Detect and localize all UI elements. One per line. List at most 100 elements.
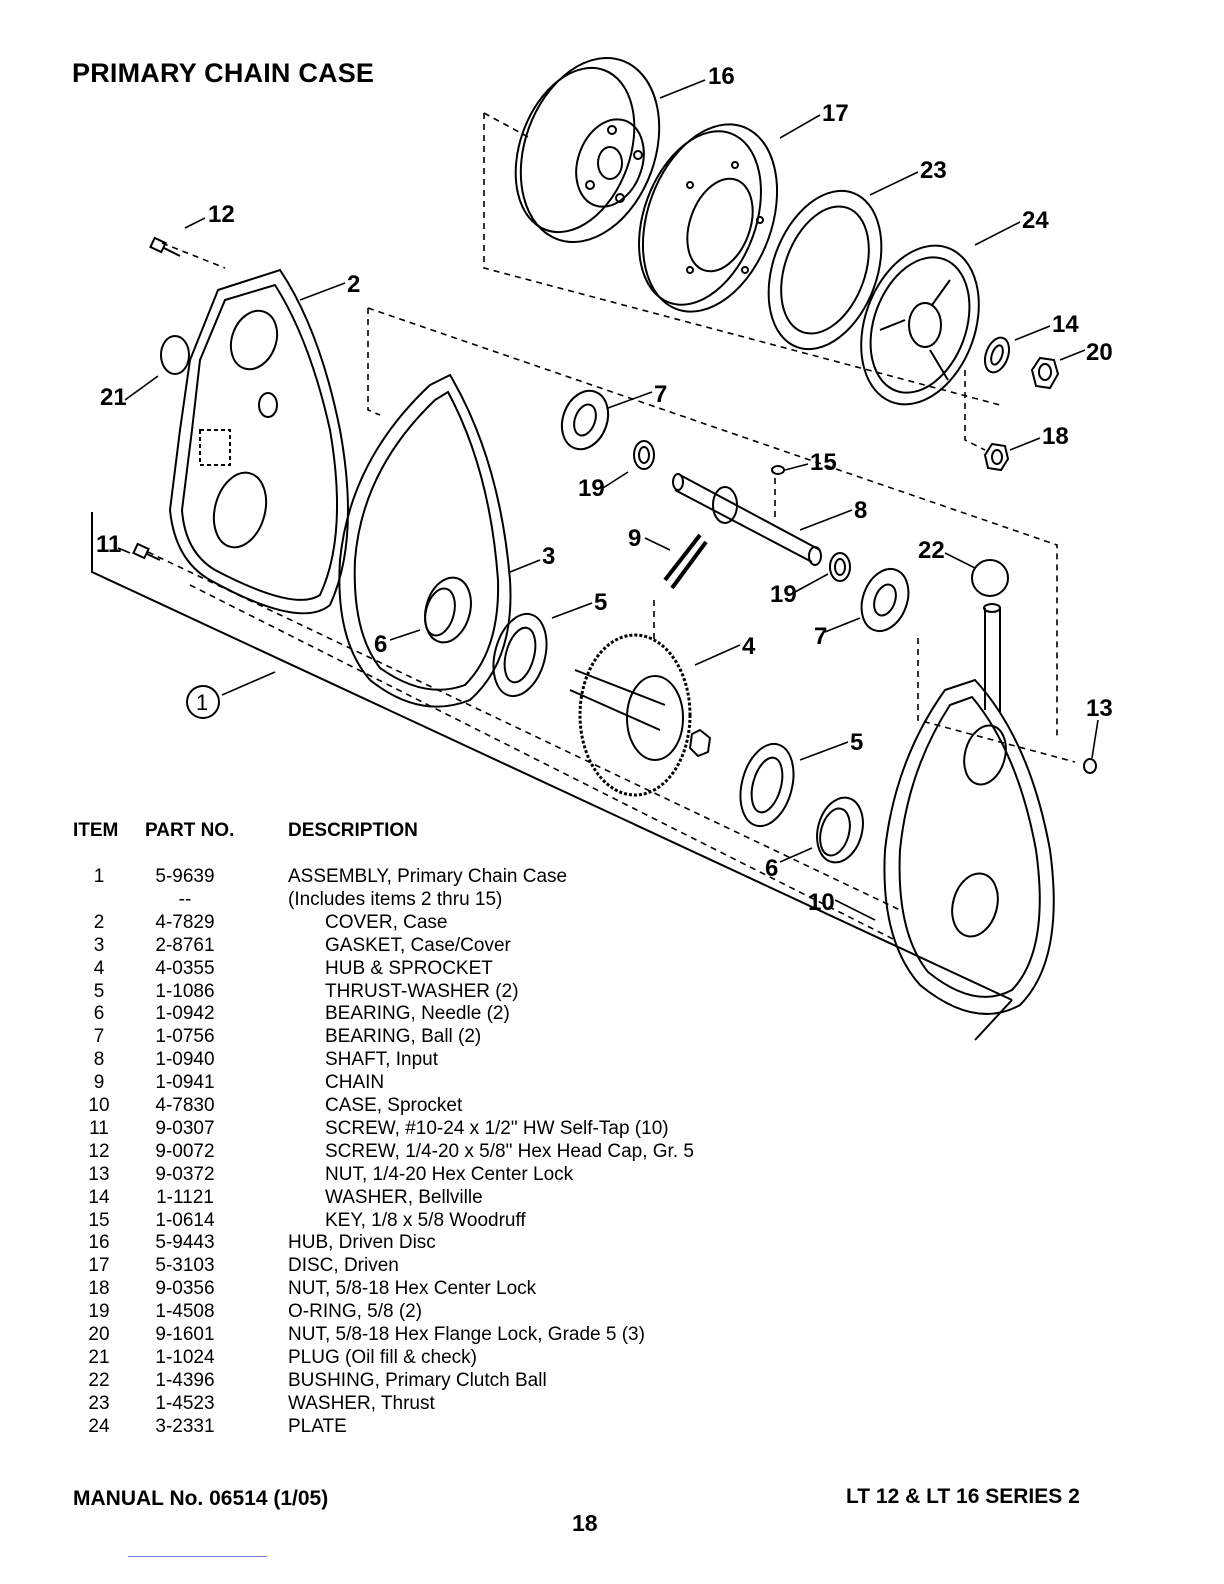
callout-4: 4 (742, 633, 756, 660)
callout-16: 16 (708, 63, 735, 90)
part-21-plug (160, 335, 190, 375)
part-number: 1-1121 (156, 1186, 214, 1208)
part-number: 1-0614 (155, 1209, 215, 1231)
part-number: 9-0372 (155, 1163, 215, 1185)
part-description: CHAIN (325, 1072, 385, 1094)
item-number: 24 (88, 1415, 110, 1437)
part-description: WASHER, Thrust (288, 1392, 435, 1414)
table-row: --(Includes items 2 thru 15) (0, 889, 900, 912)
callout-6: 6 (374, 631, 387, 658)
part-number: 3-2331 (155, 1415, 215, 1437)
part-7-ball-bearing (560, 389, 610, 451)
item-number: 14 (88, 1186, 110, 1208)
part-5-thrust-washer (492, 612, 548, 698)
item-number: 11 (89, 1117, 109, 1139)
part-8-input-shaft (672, 473, 822, 566)
part-description: HUB & SPROCKET (325, 957, 493, 979)
callout-9: 9 (628, 525, 641, 552)
item-1-circle (186, 685, 220, 719)
callout-24: 24 (1022, 207, 1049, 234)
part-number: 4-7829 (155, 911, 215, 933)
item-number: 16 (88, 1232, 110, 1254)
item-number: 22 (88, 1369, 110, 1391)
leader-lines (117, 79, 1099, 921)
callout-15: 15 (810, 449, 837, 476)
part-number: 5-3103 (155, 1255, 215, 1277)
part-description: THRUST-WASHER (2) (325, 980, 519, 1002)
footer-rule (128, 1556, 267, 1557)
part-number: 5-9443 (155, 1232, 215, 1254)
part-15-key (771, 465, 785, 475)
part-description: NUT, 5/8-18 Hex Center Lock (288, 1278, 537, 1300)
header-description: DESCRIPTION (288, 820, 418, 841)
item-number: 1 (93, 866, 105, 887)
callout-11: 11 (96, 531, 121, 558)
header-item: ITEM (73, 820, 119, 841)
item-number: 21 (88, 1346, 110, 1368)
callout-13: 13 (1086, 695, 1113, 722)
part-12-screw (149, 236, 181, 257)
part-description: COVER, Case (325, 911, 448, 933)
item-number: 17 (88, 1255, 110, 1277)
part-description: DISC, Driven (288, 1255, 399, 1277)
item-number: 7 (93, 1026, 105, 1048)
item-number: 15 (88, 1209, 110, 1231)
part-number: 2-8761 (155, 934, 215, 956)
footer-model: LT 12 & LT 16 SERIES 2 (846, 1485, 1080, 1508)
part-13-nut (1083, 758, 1097, 774)
center-lines (147, 112, 1076, 941)
part-5-thrust-washer-2 (739, 742, 795, 828)
part-description: ASSEMBLY, Primary Chain Case (288, 866, 568, 887)
item-number: 6 (93, 1003, 105, 1025)
item-number: 8 (93, 1049, 105, 1071)
part-number: 1-0941 (155, 1072, 215, 1094)
table-row: 18 9-0356 NUT, 5/8-18 Hex Center Lock (0, 1278, 900, 1301)
callout-19: 19 (578, 475, 605, 502)
part-number: 9-0356 (155, 1278, 215, 1300)
part-20-flange-nut (1030, 356, 1060, 390)
part-description: HUB, Driven Disc (288, 1232, 436, 1254)
part-18-nut (983, 442, 1010, 472)
part-number: 9-0072 (155, 1140, 215, 1162)
callout-6b: 6 (765, 855, 778, 882)
part-number: 4-7830 (155, 1095, 215, 1116)
item-number: 5 (93, 980, 105, 1002)
callout-19b: 19 (770, 581, 797, 608)
part-16-hub-driven-disc (514, 57, 661, 243)
part-4-hub-sprocket (569, 633, 712, 797)
part-number: 9-1601 (155, 1324, 215, 1345)
table-row: 3 2-8761 GASKET, Case/Cover (0, 935, 900, 958)
page-number: 18 (572, 1510, 598, 1536)
callout-12: 12 (208, 201, 235, 228)
table-row: 17 5-3103 DISC, Driven (0, 1255, 900, 1278)
callout-22: 22 (918, 537, 945, 564)
callout-17: 17 (822, 100, 849, 127)
callout-7: 7 (654, 381, 667, 408)
part-description: NUT, 1/4-20 Hex Center Lock (325, 1163, 574, 1185)
item-number: 3 (93, 934, 105, 956)
table-row: 21 1-1024 PLUG (Oil fill & check) (0, 1347, 900, 1370)
part-number: 1-1086 (155, 980, 215, 1002)
part-number: 1-1024 (155, 1346, 215, 1368)
part-description: GASKET, Case/Cover (325, 934, 511, 956)
callout-21: 21 (100, 384, 127, 411)
item-number: 20 (88, 1324, 110, 1345)
part-number: 1-4396 (155, 1369, 215, 1391)
part-description: SHAFT, Input (325, 1049, 438, 1071)
item-number: 10 (88, 1095, 110, 1116)
part-description: PLUG (Oil fill & check) (288, 1346, 477, 1368)
part-2-cover-case (168, 268, 349, 615)
part-number: 1-0942 (155, 1003, 215, 1025)
item-number: 18 (88, 1278, 110, 1300)
part-19-o-ring-2 (829, 552, 851, 582)
part-23-thrust-washer (767, 189, 883, 351)
